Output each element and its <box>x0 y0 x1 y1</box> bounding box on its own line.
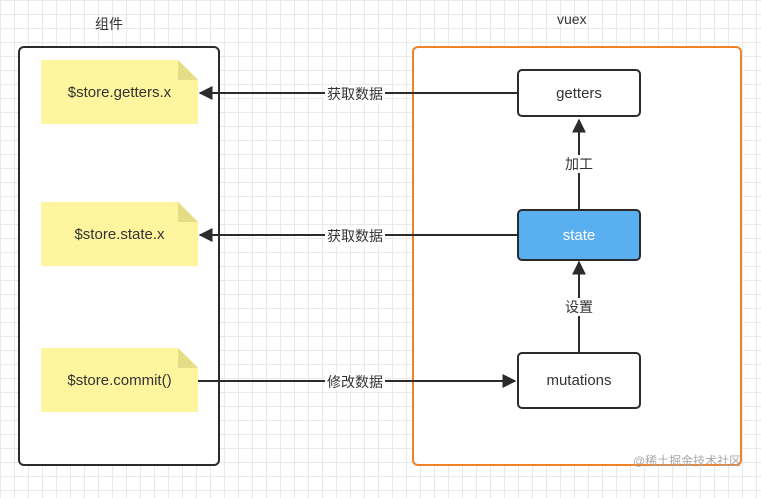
label-set: 设置 <box>563 298 595 316</box>
node-state: state <box>517 209 641 261</box>
note-store-state: $store.state.x <box>41 202 198 266</box>
note-store-getters: $store.getters.x <box>41 60 198 124</box>
note-store-commit-label: $store.commit() <box>67 371 172 389</box>
note-store-getters-label: $store.getters.x <box>67 83 172 101</box>
node-getters-label: getters <box>556 84 602 102</box>
label-state-fetch: 获取数据 <box>325 227 385 245</box>
label-commit-modify: 修改数据 <box>325 373 385 391</box>
node-state-label: state <box>562 226 596 244</box>
vuex-title: vuex <box>557 11 587 27</box>
node-mutations-label: mutations <box>546 372 612 389</box>
label-process: 加工 <box>563 155 595 173</box>
watermark: @稀土掘金技术社区 <box>633 454 742 468</box>
note-store-commit: $store.commit() <box>41 348 198 412</box>
label-getters-fetch: 获取数据 <box>325 85 385 103</box>
node-getters: getters <box>517 69 641 117</box>
note-store-state-label: $store.state.x <box>74 225 165 243</box>
node-mutations: mutations <box>517 352 641 409</box>
component-title: 组件 <box>95 16 123 32</box>
